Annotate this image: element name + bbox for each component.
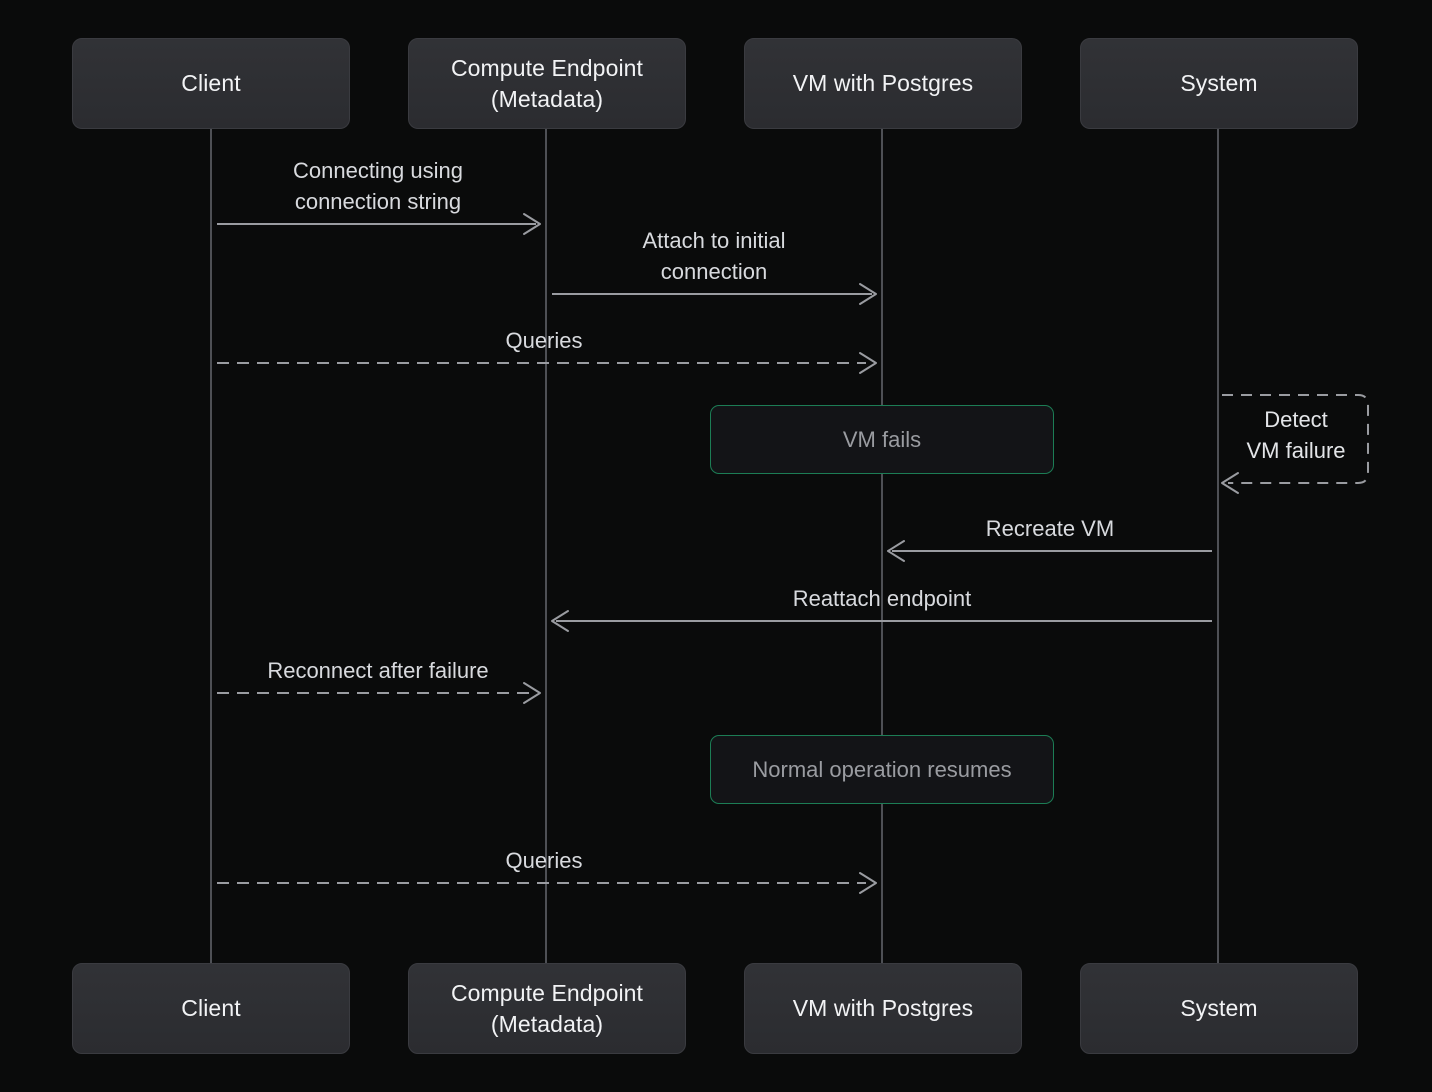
- message-arrow-attach-to-initial-connection: [552, 283, 877, 305]
- participant-top-client[interactable]: Client: [72, 38, 350, 129]
- participant-bottom-vm-postgres[interactable]: VM with Postgres: [744, 963, 1022, 1054]
- participant-top-vm-postgres[interactable]: VM with Postgres: [744, 38, 1022, 129]
- note-normal-operation-resumes: Normal operation resumes: [710, 735, 1054, 804]
- message-arrow-recreate-vm: [887, 540, 1212, 562]
- message-arrow-reattach-endpoint: [551, 610, 1212, 632]
- message-arrow-detect-vm-failure: [1221, 394, 1369, 494]
- message-arrow-queries-2: [217, 872, 877, 894]
- lifelines: [210, 127, 1219, 963]
- message-arrow-queries-1: [217, 352, 877, 374]
- note-vm-fails: VM fails: [710, 405, 1054, 474]
- message-arrow-reconnect-after-failure: [217, 682, 541, 704]
- participant-bottom-system[interactable]: System: [1080, 963, 1358, 1054]
- participant-bottom-compute-endpoint[interactable]: Compute Endpoint (Metadata): [408, 963, 686, 1054]
- participant-top-compute-endpoint[interactable]: Compute Endpoint (Metadata): [408, 38, 686, 129]
- message-arrow-connecting-using-connection-string: [217, 213, 541, 235]
- participant-bottom-client[interactable]: Client: [72, 963, 350, 1054]
- participant-top-system[interactable]: System: [1080, 38, 1358, 129]
